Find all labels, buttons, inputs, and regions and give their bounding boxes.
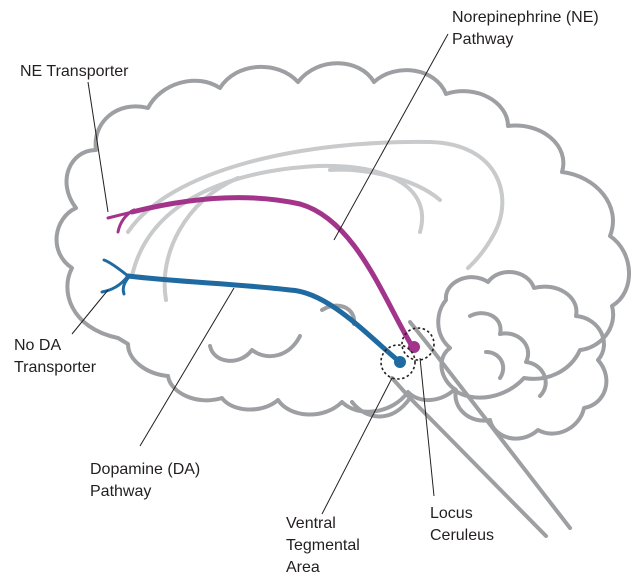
ne-pathway-label: Norepinephrine (NE) Pathway	[452, 9, 603, 48]
inner-gyrus-line	[210, 336, 300, 361]
ne-transporter-label: NE Transporter	[20, 63, 129, 80]
locus-ceruleus-dot	[408, 341, 420, 353]
ne-pathway-line	[132, 198, 412, 346]
da-pathway-leader	[140, 288, 234, 446]
cerebellum-folia	[470, 313, 546, 396]
da-pathway-label: Dopamine (DA) Pathway	[90, 461, 205, 500]
cerebellum-outline	[438, 272, 606, 439]
vta-dot	[394, 356, 406, 368]
cerebellum-folia	[486, 352, 503, 378]
locus-ceruleus-leader	[420, 358, 434, 496]
vta-label: Ventral Tegmental Area	[286, 515, 364, 575]
locus-ceruleus-label: Locus Ceruleus	[430, 505, 494, 544]
da-terminal	[104, 260, 128, 276]
cerebrum-outline	[57, 63, 629, 414]
no-da-transporter-label: No DA Transporter	[14, 337, 97, 376]
da-pathway-line	[128, 276, 400, 362]
inner-arc	[132, 166, 422, 276]
vta-leader	[322, 378, 392, 514]
ne-transporter-leader	[88, 82, 108, 212]
thalamus-outline	[330, 170, 440, 200]
